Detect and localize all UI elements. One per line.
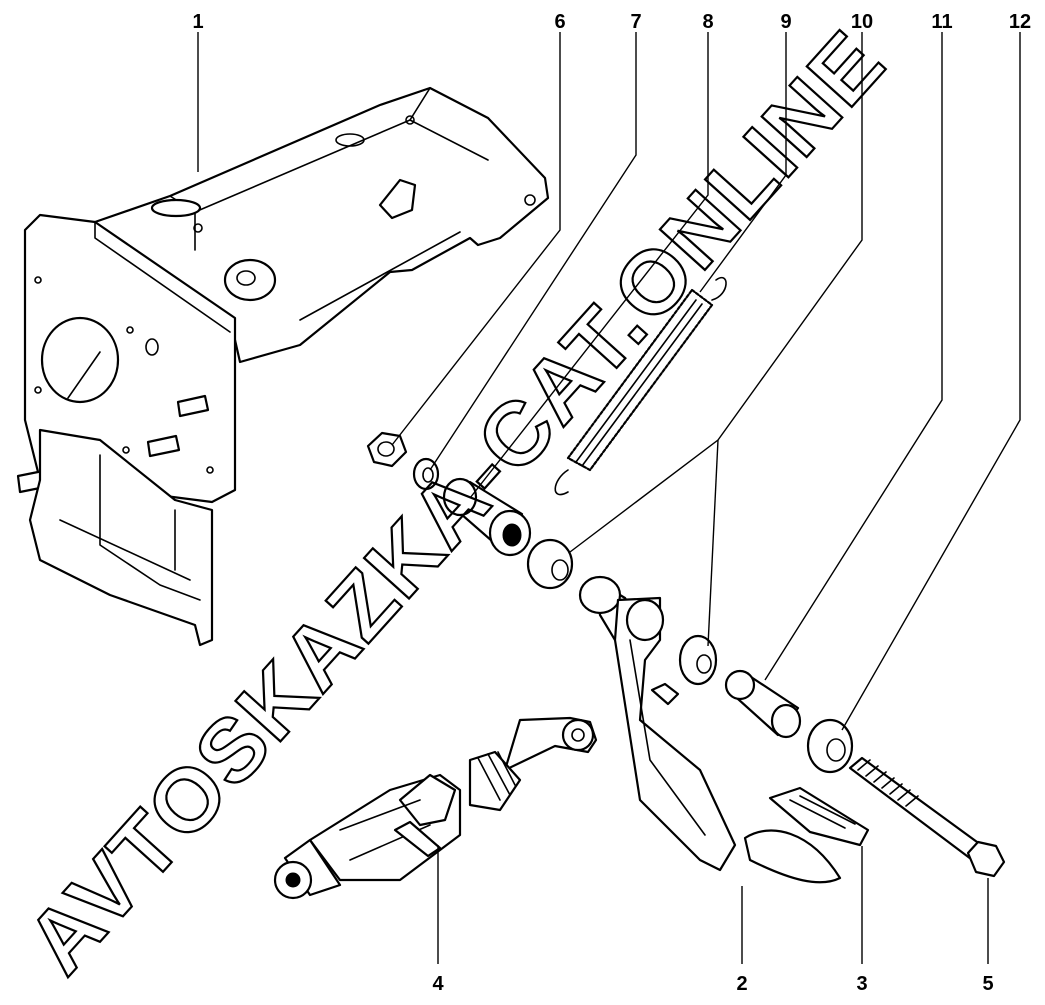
pedal-bracket-part — [16, 86, 550, 647]
leader-lines — [197, 32, 1021, 964]
callout-1: 1 — [192, 11, 203, 33]
bushing-part — [526, 538, 718, 686]
callout-2: 2 — [736, 973, 747, 995]
washer-part — [806, 718, 854, 774]
nut-part — [366, 431, 408, 468]
callout-4: 4 — [432, 973, 444, 995]
callout-11: 11 — [931, 11, 952, 33]
spacer-sleeve-part — [442, 477, 532, 557]
callout-3: 3 — [856, 973, 867, 995]
callout-labels: 1 6 7 8 9 10 11 12 4 2 3 5 — [192, 11, 1031, 995]
sleeve-part — [724, 669, 802, 739]
pedal-lever-part — [578, 575, 842, 884]
callout-7: 7 — [630, 11, 641, 33]
callout-8: 8 — [702, 11, 713, 33]
bolt-part — [848, 756, 1006, 878]
callout-10: 10 — [851, 11, 873, 33]
callout-9: 9 — [780, 11, 791, 33]
callout-12: 12 — [1009, 11, 1031, 33]
master-cylinder-part — [273, 716, 598, 900]
return-spring-part — [554, 276, 727, 496]
pedal-pad-part — [768, 786, 870, 847]
callout-5: 5 — [982, 973, 993, 995]
callout-6: 6 — [554, 11, 565, 33]
